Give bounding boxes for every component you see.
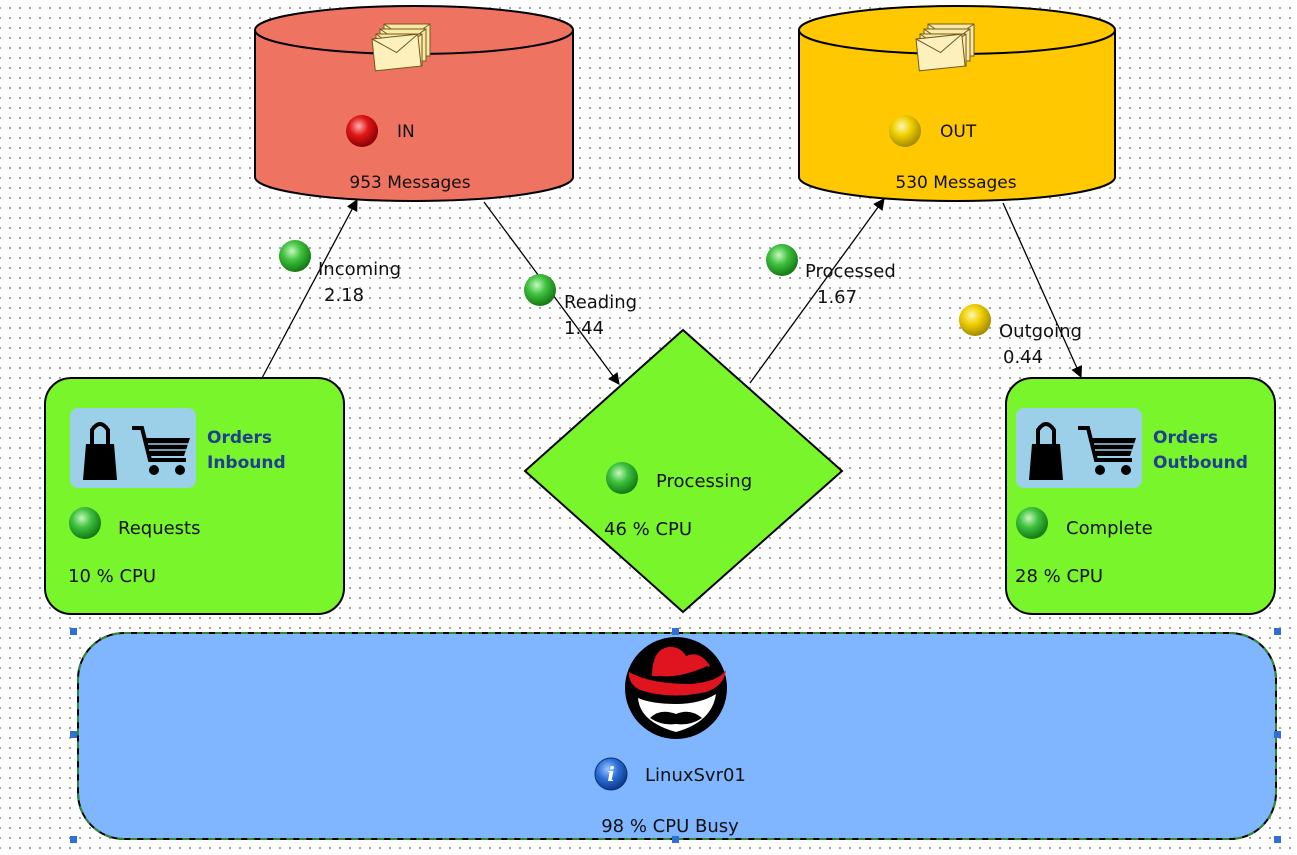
envelope-stack-icon xyxy=(915,23,975,72)
outgoing-arrow[interactable] xyxy=(1002,202,1083,379)
shopping-bag-cart-icon xyxy=(68,406,198,490)
outgoing-value: 0.44 xyxy=(1003,347,1043,368)
outbound-title-line2: Outbound xyxy=(1153,453,1248,473)
processed-flow-label: Processed 1.67 xyxy=(766,244,896,308)
processing-label: Processing xyxy=(656,471,752,492)
out-status-indicator xyxy=(889,115,921,147)
server-cpu: 98 % CPU Busy xyxy=(601,816,739,837)
reading-flow-label: Reading 1.44 xyxy=(524,274,637,339)
processing-status-indicator xyxy=(606,462,638,494)
linux-server-node[interactable]: i LinuxSvr01 98 % CPU Busy xyxy=(77,632,1277,840)
processed-label: Processed xyxy=(805,261,896,282)
inbound-status-indicator xyxy=(69,507,101,539)
incoming-status-indicator xyxy=(279,240,311,272)
redhat-logo-icon xyxy=(625,637,727,739)
envelope-stack-icon xyxy=(371,23,431,72)
info-icon[interactable]: i xyxy=(594,757,628,791)
processed-arrow[interactable] xyxy=(749,198,885,384)
in-status-indicator xyxy=(346,115,378,147)
outgoing-flow-label: Outgoing 0.44 xyxy=(959,304,1082,368)
selection-handles[interactable] xyxy=(70,628,1281,843)
reading-value: 1.44 xyxy=(564,318,604,339)
incoming-value: 2.18 xyxy=(324,285,364,306)
inbound-title-line1: Orders xyxy=(207,428,272,448)
inbound-title-line2: Inbound xyxy=(207,453,286,473)
processing-node[interactable]: Processing 46 % CPU xyxy=(523,328,844,614)
out-message-count: 530 Messages xyxy=(895,173,1016,193)
incoming-label: Incoming xyxy=(318,259,401,280)
inbound-cpu: 10 % CPU xyxy=(68,566,156,587)
outbound-cpu: 28 % CPU xyxy=(1015,566,1103,587)
processed-status-indicator xyxy=(766,244,798,276)
inbound-label: Requests xyxy=(118,518,201,539)
in-queue[interactable]: IN 953 Messages xyxy=(254,5,574,202)
shopping-bag-cart-icon xyxy=(1014,406,1144,490)
outbound-label: Complete xyxy=(1066,518,1153,539)
orders-inbound-node[interactable]: Orders Inbound Requests 10 % CPU xyxy=(44,377,345,615)
processing-cpu: 46 % CPU xyxy=(604,519,692,540)
incoming-flow-label: Incoming 2.18 xyxy=(279,240,401,306)
outgoing-status-indicator xyxy=(959,304,991,336)
out-queue-name: OUT xyxy=(940,122,977,142)
outgoing-label: Outgoing xyxy=(999,321,1082,342)
incoming-arrow[interactable] xyxy=(261,198,358,379)
in-queue-name: IN xyxy=(397,122,415,142)
orders-outbound-node[interactable]: Orders Outbound Complete 28 % CPU xyxy=(1005,377,1276,615)
in-message-count: 953 Messages xyxy=(349,173,470,193)
outbound-title-line1: Orders xyxy=(1153,428,1218,448)
out-queue[interactable]: OUT 530 Messages xyxy=(798,5,1116,202)
reading-status-indicator xyxy=(524,274,556,306)
processed-value: 1.67 xyxy=(817,287,857,308)
reading-label: Reading xyxy=(564,292,637,313)
server-name: LinuxSvr01 xyxy=(645,765,746,786)
outbound-status-indicator xyxy=(1016,507,1048,539)
svg-text:i: i xyxy=(607,762,615,786)
